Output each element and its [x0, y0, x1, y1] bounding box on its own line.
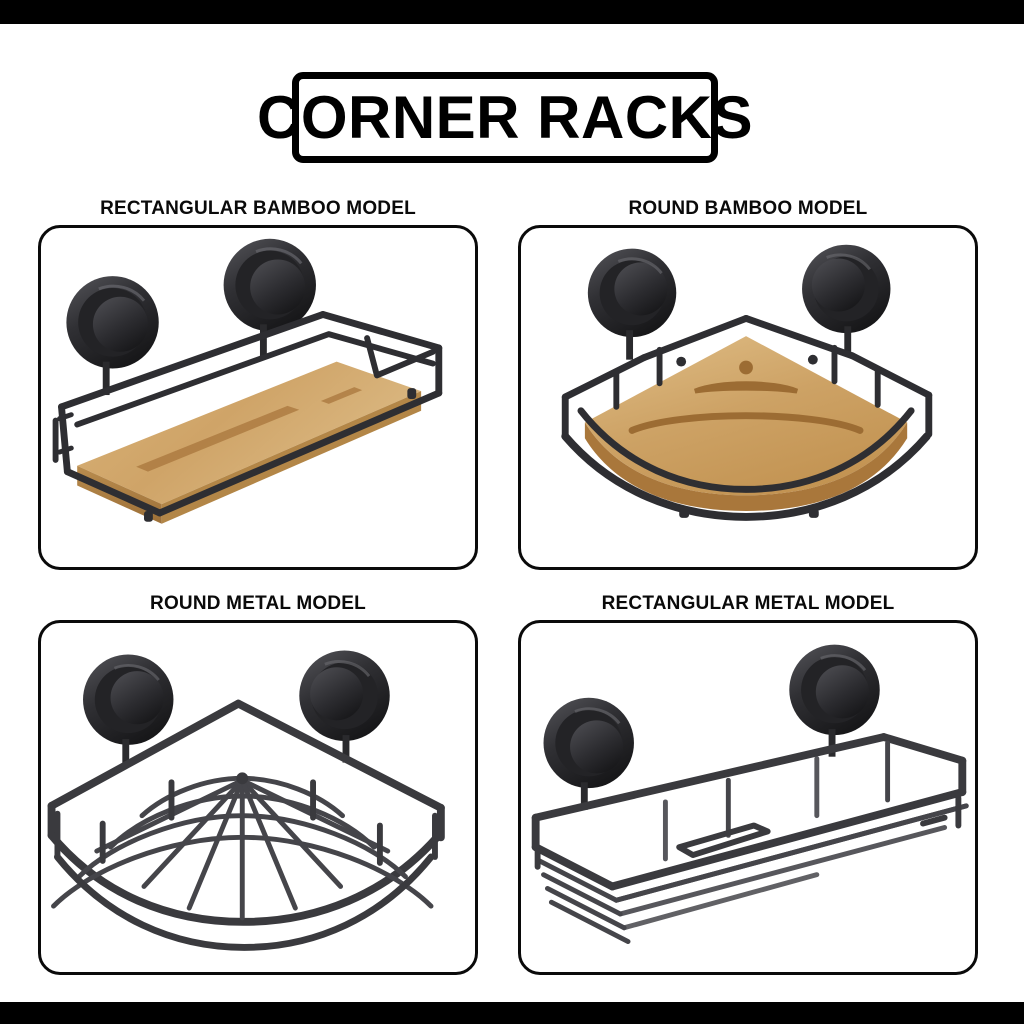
product-image-round-bamboo	[561, 244, 933, 521]
product-card-rect-metal[interactable]	[518, 620, 978, 975]
bamboo-slot	[693, 381, 799, 394]
wire-hub	[236, 772, 249, 785]
basket-hook	[676, 814, 948, 858]
wire-frame	[52, 311, 443, 517]
wire-feet	[676, 354, 819, 518]
basket-wires	[537, 740, 969, 944]
suction-cup-icon	[543, 697, 634, 810]
bamboo-slot	[628, 412, 864, 434]
product-card-round-metal[interactable]	[38, 620, 478, 975]
suction-cup-icon	[223, 238, 316, 358]
product-image-rect-metal	[531, 644, 969, 944]
letterbox-top	[0, 0, 1024, 24]
basket-uprights	[534, 795, 962, 870]
card-label-round-bamboo: ROUND BAMBOO MODEL	[628, 198, 868, 219]
bamboo-board	[584, 336, 908, 511]
card-label-rect-bamboo: RECTANGULAR BAMBOO MODEL	[100, 198, 416, 219]
wire-frame	[561, 314, 933, 521]
letterbox-bottom	[0, 1002, 1024, 1024]
suction-cup-icon	[66, 276, 159, 396]
basket-rim	[531, 733, 967, 891]
suction-cup-icon	[587, 248, 677, 360]
suction-cup-icon	[802, 244, 891, 356]
suction-cup-icon	[299, 650, 390, 763]
bamboo-slot	[320, 387, 363, 404]
suction-cup-icon	[789, 644, 880, 757]
drain-hole	[739, 360, 753, 375]
product-card-rect-bamboo[interactable]	[38, 225, 478, 570]
product-image-round-metal	[47, 650, 445, 951]
basket-wires	[51, 775, 434, 921]
basket-uprights	[54, 779, 438, 866]
card-label-round-metal: ROUND METAL MODEL	[150, 593, 366, 614]
card-label-rect-metal: RECTANGULAR METAL MODEL	[601, 593, 895, 614]
product-card-round-bamboo[interactable]	[518, 225, 978, 570]
suction-cup-icon	[83, 654, 174, 767]
basket-rim	[47, 699, 445, 926]
page-title: CORNER RACKS	[256, 83, 754, 151]
page-title-box: CORNER RACKS	[257, 72, 753, 163]
product-image-rect-bamboo	[52, 238, 443, 524]
wire-feet	[144, 388, 417, 522]
bamboo-slot	[136, 405, 300, 472]
basket-lower-ring	[54, 853, 435, 951]
